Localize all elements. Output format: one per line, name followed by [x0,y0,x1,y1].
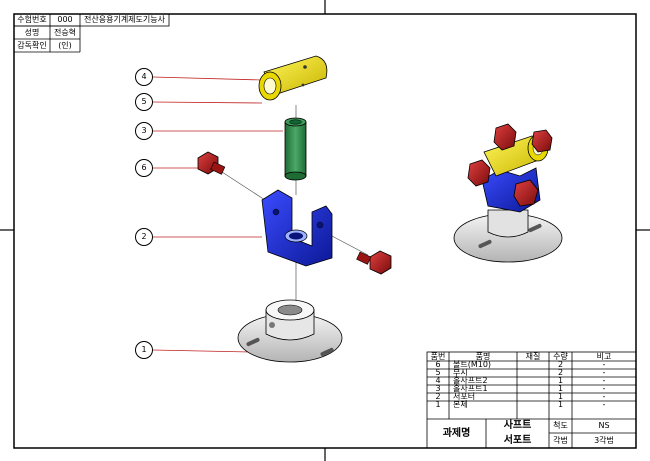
part-note: - [602,384,606,393]
part-qty: 1 [557,384,564,393]
part-material [517,401,549,409]
part-name: 본체 [453,400,468,409]
exam-number-label: 수험번호 [17,15,47,24]
balloon-4: 4 [135,68,153,86]
part-note: - [602,376,606,385]
parts-header-qty: 수량 [553,351,568,361]
part-material [517,385,549,393]
assembly-axes [221,105,369,300]
part-no: 4 [435,376,441,385]
scale-label: 척도 [553,421,568,430]
supervisor-value: (인) [58,40,72,50]
balloon-5: 5 [135,93,153,111]
exam-number-value: 000 [57,15,73,24]
part-note: - [602,400,606,409]
part-note: - [602,392,606,401]
name-value: 전승혁 [53,27,77,37]
part-2-support-blue [261,189,333,267]
leader-lines [152,76,283,353]
part-qty: 1 [557,392,564,401]
projection-value: 3각법 [594,435,614,445]
part-no: 6 [435,360,441,369]
title-block-grid [426,351,637,449]
parts-header-material: 재질 [525,351,541,361]
part-note: - [602,368,606,377]
header-block-grid [13,13,170,53]
parts-header-note: 비고 [596,351,612,361]
balloon-1: 1 [135,341,153,359]
balloon-6: 6 [135,159,153,177]
part-qty: 1 [557,376,564,385]
parts-header-no: 품번 [430,351,446,361]
part-name: 부시 [453,368,468,377]
part-name: 서포터 [453,392,476,401]
part-name: 홀사프트1 [453,384,488,393]
part-material [517,377,549,385]
part-name: 볼트(M10) [453,360,492,369]
part-material [517,361,549,369]
name-label: 성명 [24,27,40,37]
part-material [517,393,549,401]
part-note: - [602,360,606,369]
part-no: 2 [435,392,441,401]
drawing-name-line2: 서포트 [503,434,532,446]
part-no: 3 [435,384,441,393]
balloon-3: 3 [135,122,153,140]
part-1-base [237,299,343,363]
part-6-bolt-left [197,151,226,175]
exam-title: 전산응용기계제도기능사 [84,15,165,24]
part-6-bolt-right [356,250,392,275]
assembled-view [453,123,563,263]
part-4-shaft-yellow [258,55,328,101]
supervisor-label: 감독확인 [17,40,47,50]
parts-header-name: 품명 [475,351,491,361]
part-no: 1 [435,400,441,409]
scale-value: NS [598,421,610,430]
balloon-2: 2 [135,228,153,246]
projection-label: 각법 [553,435,568,445]
part-material [517,369,549,377]
part-3-bush-green [284,117,307,181]
project-label: 과제명 [442,427,471,439]
part-qty: 2 [557,360,564,369]
drawing-name-line1: 사프트 [503,420,532,431]
part-qty: 1 [557,400,564,409]
part-no: 5 [435,368,441,377]
part-qty: 2 [557,368,564,377]
part-name: 홀사프트2 [453,376,488,385]
